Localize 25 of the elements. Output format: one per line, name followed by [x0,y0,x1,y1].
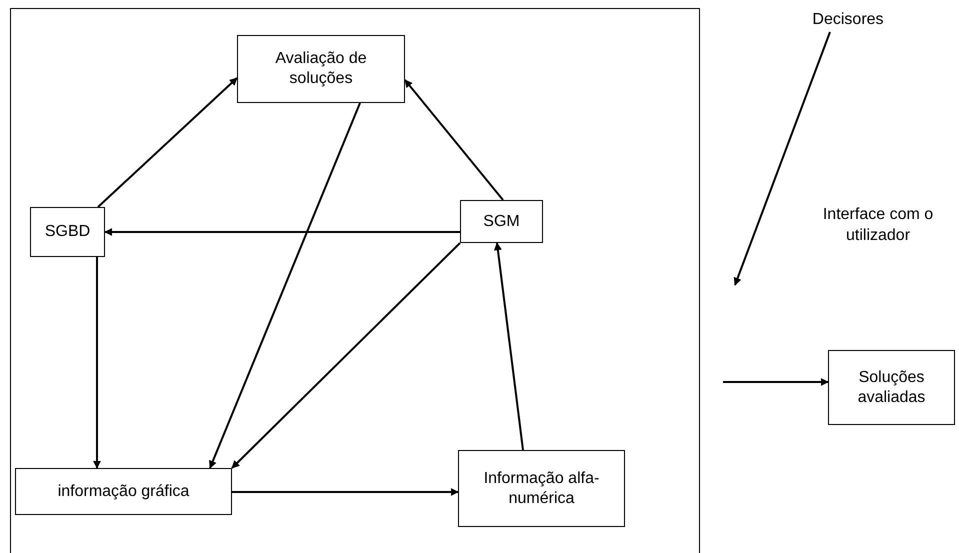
arrow [231,242,461,469]
process-box [15,468,232,515]
box-text: SGBD [44,222,90,242]
arrow [209,102,361,469]
arrow [734,32,831,286]
box-text: Soluções avaliadas [856,368,926,408]
box-text: Informação alfa-numérica [482,468,600,508]
interface-label: Interface com o utilizador [822,205,934,246]
process-box [458,450,625,527]
system-frame [10,8,700,553]
arrow [97,77,238,208]
process-box [460,200,543,243]
arrow [104,228,460,236]
box-text: Avaliação de soluções [274,49,368,89]
arrow [404,79,504,201]
process-box [30,207,105,257]
process-box [828,350,955,425]
arrow [494,242,524,450]
arrow [232,488,459,496]
box-text: informação gráfica [58,482,190,502]
box-text: Decisores [812,10,884,30]
process-box [237,35,405,103]
arrow [723,378,829,386]
arrow [93,257,101,469]
box-text: SGM [483,212,520,232]
